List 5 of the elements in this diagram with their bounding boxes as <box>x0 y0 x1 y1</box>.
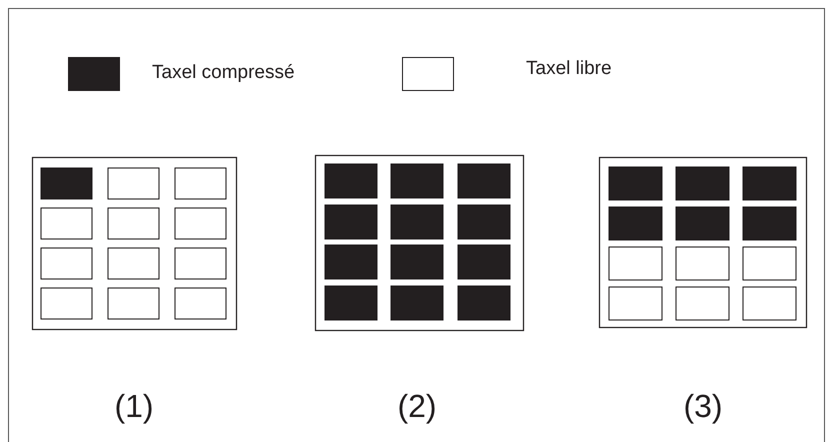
panel-label: (3) <box>683 388 723 425</box>
panel-label: (1) <box>114 388 154 425</box>
legend-text: Taxel compressé <box>152 62 295 84</box>
legend-text: Taxel libre <box>526 58 612 80</box>
panel-label: (2) <box>397 388 437 425</box>
